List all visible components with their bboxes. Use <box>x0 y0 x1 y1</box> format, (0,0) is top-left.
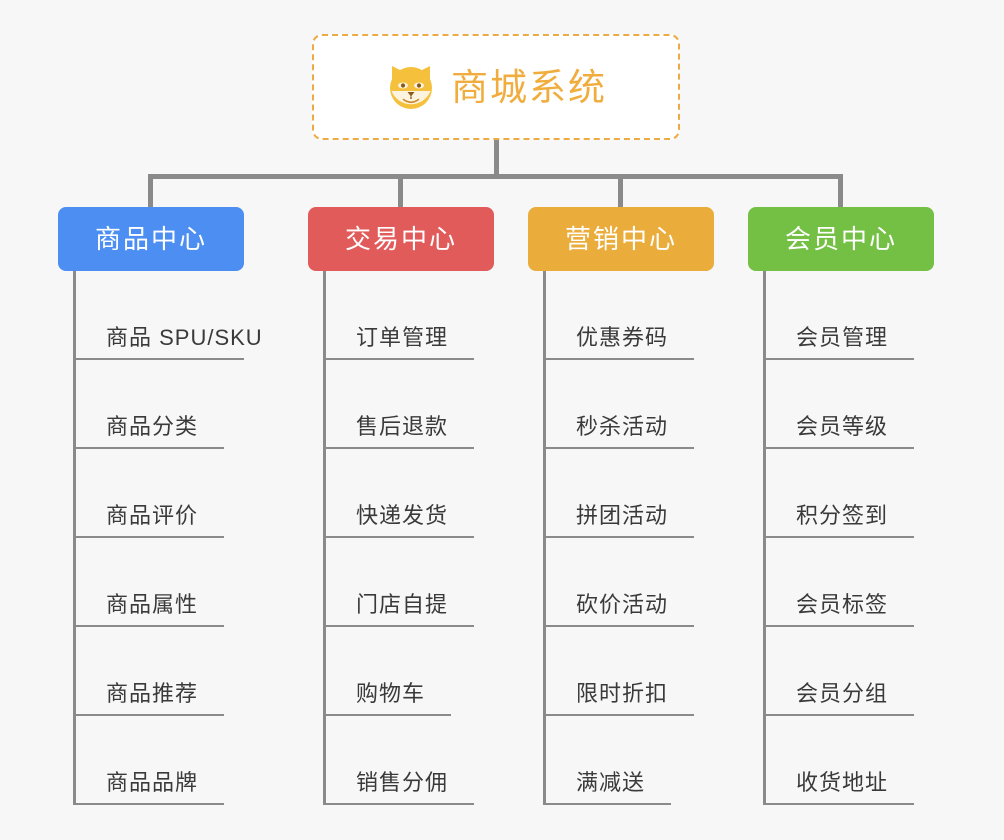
connector-drop-2 <box>398 174 403 209</box>
connector-drop-4 <box>838 174 843 209</box>
leaf-item-label: 商品 SPU/SKU <box>106 324 263 350</box>
leaf-item[interactable]: 限时折扣 <box>546 627 714 716</box>
leaf-item[interactable]: 商品评价 <box>76 449 244 538</box>
leaf-item[interactable]: 积分签到 <box>766 449 934 538</box>
leaf-item[interactable]: 拼团活动 <box>546 449 714 538</box>
leaf-item[interactable]: 会员等级 <box>766 360 934 449</box>
leaf-item[interactable]: 秒杀活动 <box>546 360 714 449</box>
branch-column-2: 交易中心 订单管理 售后退款 快递发货 门店自提 购物车 销售分佣 <box>308 207 494 805</box>
branch-column-1: 商品中心 商品 SPU/SKU 商品分类 商品评价 商品属性 商品推荐 商品品牌 <box>58 207 262 805</box>
shiba-dog-icon <box>385 61 437 113</box>
leaf-item[interactable]: 购物车 <box>326 627 494 716</box>
leaf-item-label: 售后退款 <box>356 413 449 439</box>
category-header-2[interactable]: 交易中心 <box>308 207 494 271</box>
leaf-item-label: 积分签到 <box>796 502 889 528</box>
leaf-item[interactable]: 砍价活动 <box>546 538 714 627</box>
category-header-3-label: 营销中心 <box>564 224 677 254</box>
leaf-item-label: 满减送 <box>576 769 646 795</box>
category-header-3[interactable]: 营销中心 <box>528 207 714 271</box>
leaf-item-label: 收货地址 <box>796 769 889 795</box>
root-title: 商城系统 <box>451 66 607 108</box>
branch-column-4: 会员中心 会员管理 会员等级 积分签到 会员标签 会员分组 收货地址 <box>748 207 934 805</box>
leaf-item-label: 订单管理 <box>356 324 449 350</box>
leaf-list-2: 订单管理 售后退款 快递发货 门店自提 购物车 销售分佣 <box>323 271 494 805</box>
leaf-item[interactable]: 商品分类 <box>76 360 244 449</box>
leaf-item[interactable]: 会员分组 <box>766 627 934 716</box>
leaf-item-label: 商品属性 <box>106 591 199 617</box>
leaf-item-label: 购物车 <box>356 680 426 706</box>
leaf-item-label: 商品分类 <box>106 413 199 439</box>
category-header-4-label: 会员中心 <box>784 224 897 254</box>
leaf-item[interactable]: 优惠券码 <box>546 271 714 360</box>
leaf-item-label: 会员等级 <box>796 413 889 439</box>
category-header-4[interactable]: 会员中心 <box>748 207 934 271</box>
leaf-item-label: 限时折扣 <box>576 680 669 706</box>
leaf-list-1: 商品 SPU/SKU 商品分类 商品评价 商品属性 商品推荐 商品品牌 <box>73 271 262 805</box>
root-node[interactable]: 商城系统 <box>312 34 680 140</box>
connector-drop-3 <box>618 174 623 209</box>
leaf-item-label: 商品品牌 <box>106 769 199 795</box>
leaf-item[interactable]: 销售分佣 <box>326 716 494 805</box>
leaf-item[interactable]: 订单管理 <box>326 271 494 360</box>
leaf-item[interactable]: 商品 SPU/SKU <box>76 271 262 360</box>
category-header-1[interactable]: 商品中心 <box>58 207 244 271</box>
leaf-item[interactable]: 门店自提 <box>326 538 494 627</box>
leaf-item-label: 门店自提 <box>356 591 449 617</box>
leaf-item[interactable]: 会员管理 <box>766 271 934 360</box>
leaf-item-label: 商品评价 <box>106 502 199 528</box>
connector-horizontal-bus <box>149 174 841 179</box>
leaf-list-3: 优惠券码 秒杀活动 拼团活动 砍价活动 限时折扣 满减送 <box>543 271 714 805</box>
connector-root-trunk <box>494 140 499 178</box>
leaf-item-label: 砍价活动 <box>576 591 669 617</box>
leaf-item-label: 会员管理 <box>796 324 889 350</box>
connector-drop-1 <box>148 174 153 209</box>
leaf-item-label: 秒杀活动 <box>576 413 669 439</box>
category-header-2-label: 交易中心 <box>344 224 457 254</box>
leaf-item[interactable]: 商品属性 <box>76 538 244 627</box>
leaf-item-label: 会员标签 <box>796 591 889 617</box>
category-header-1-label: 商品中心 <box>94 224 207 254</box>
leaf-item[interactable]: 收货地址 <box>766 716 934 805</box>
leaf-item[interactable]: 满减送 <box>546 716 714 805</box>
leaf-item-label: 拼团活动 <box>576 502 669 528</box>
leaf-item[interactable]: 商品品牌 <box>76 716 244 805</box>
leaf-item-label: 商品推荐 <box>106 680 199 706</box>
leaf-item[interactable]: 会员标签 <box>766 538 934 627</box>
leaf-item[interactable]: 商品推荐 <box>76 627 244 716</box>
leaf-item-label: 销售分佣 <box>356 769 449 795</box>
leaf-item[interactable]: 快递发货 <box>326 449 494 538</box>
leaf-list-4: 会员管理 会员等级 积分签到 会员标签 会员分组 收货地址 <box>763 271 934 805</box>
leaf-item-label: 会员分组 <box>796 680 889 706</box>
leaf-item-label: 快递发货 <box>356 502 449 528</box>
branch-column-3: 营销中心 优惠券码 秒杀活动 拼团活动 砍价活动 限时折扣 满减送 <box>528 207 714 805</box>
leaf-item-label: 优惠券码 <box>576 324 669 350</box>
leaf-item[interactable]: 售后退款 <box>326 360 494 449</box>
